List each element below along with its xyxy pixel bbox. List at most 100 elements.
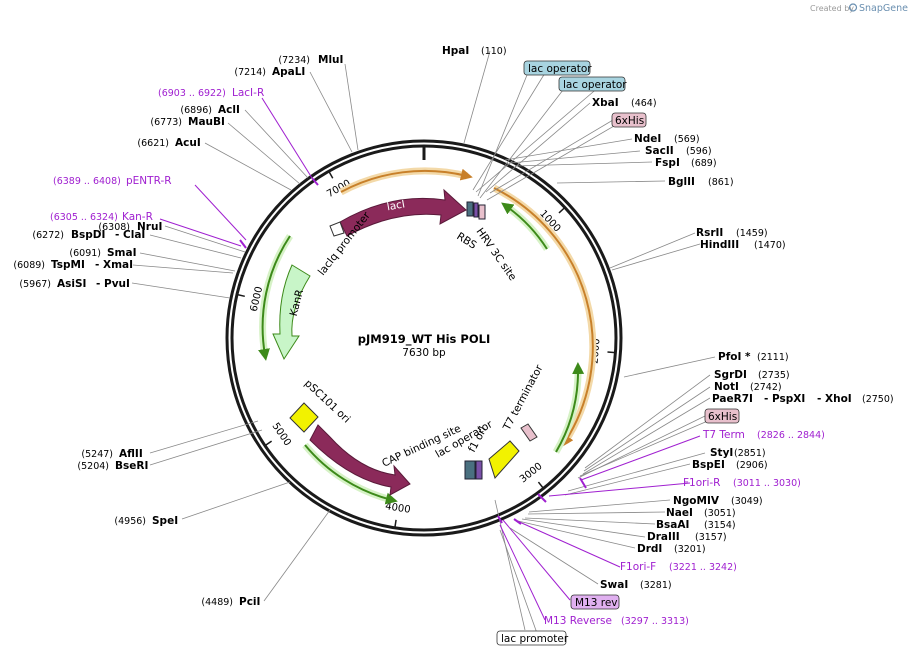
enzyme-label[interactable]: PaeR7I: [712, 393, 753, 405]
enzyme-label[interactable]: SgrDI: [714, 369, 747, 381]
feature-lacop-mark: [473, 202, 479, 218]
enzyme-label[interactable]: BglII: [668, 176, 695, 188]
lac-promoter-box: [496, 630, 567, 646]
enzyme-pos: (4489): [201, 597, 233, 608]
enzyme-label[interactable]: ApaLI: [272, 66, 305, 78]
tick-mark: [558, 206, 566, 214]
primer-pos: (3297 .. 3313): [621, 616, 689, 627]
his-tag-box: [704, 408, 740, 424]
orf-arc-green1: [501, 202, 548, 250]
enzyme-pos: (569): [674, 134, 700, 145]
enzyme-pos: (6621): [137, 138, 169, 149]
primer-label[interactable]: T7 Term: [702, 429, 745, 441]
enzyme-label[interactable]: NdeI: [634, 133, 661, 145]
enzyme-label[interactable]: AflII: [119, 448, 143, 460]
tick-label: 3000: [518, 461, 545, 485]
enzyme-label[interactable]: AsiSI: [57, 278, 86, 290]
enzyme-pos: (596): [686, 146, 712, 157]
enzyme-pos: (2851): [734, 448, 766, 459]
primer-label[interactable]: M13 Reverse: [544, 615, 612, 627]
feature-lacI-arrow[interactable]: [339, 188, 467, 237]
enzyme-label[interactable]: RsrII: [696, 227, 723, 239]
dash-separator: -: [115, 229, 123, 241]
tick-mark: [236, 293, 245, 298]
primer-label[interactable]: pENTR-R: [126, 175, 172, 187]
enzymes-right: HpaI (110) XbaI (464) NdeI (569) SacII (…: [442, 45, 894, 591]
primer-label[interactable]: F1ori-R: [683, 477, 720, 489]
primer-pos: (6903 .. 6922): [158, 88, 226, 99]
enzyme-label[interactable]: AcuI: [175, 137, 201, 149]
enzyme-label[interactable]: XbaI: [592, 97, 619, 109]
his-tag-label[interactable]: 6xHis: [615, 115, 644, 127]
plasmid-name: pJM919_WT His POLI: [358, 332, 490, 347]
enzyme-label[interactable]: DrdI: [637, 543, 662, 555]
enzyme-pos: (5204): [77, 461, 109, 472]
enzyme-label[interactable]: HindIII: [700, 239, 739, 251]
tick-mark: [264, 440, 273, 447]
enzyme-pos: (2750): [862, 394, 894, 405]
enzyme-label[interactable]: NotI: [714, 381, 739, 393]
dash-separator: -: [95, 259, 103, 271]
his-tag-label[interactable]: 6xHis: [708, 411, 737, 423]
enzyme-alt-label[interactable]: - XhoI: [817, 393, 852, 405]
lac-promoter-label[interactable]: lac promoter: [501, 633, 569, 645]
enzyme-pos: (2735): [758, 370, 790, 381]
primer-label[interactable]: M13 rev: [575, 597, 618, 609]
feature-HRV-3C-label: HRV 3C site: [474, 226, 519, 283]
feature-cap-site-small[interactable]: [475, 460, 483, 480]
enzyme-label[interactable]: PfoI *: [718, 351, 751, 363]
enzyme-label[interactable]: HpaI: [442, 45, 469, 57]
enzyme-label[interactable]: NruI: [137, 221, 162, 233]
created-by-text: Created by: [810, 4, 854, 13]
tick-label: 5000: [269, 421, 292, 448]
enzyme-label[interactable]: StyI: [710, 447, 733, 459]
primer-label[interactable]: F1ori-F: [620, 561, 656, 573]
enzyme-label[interactable]: TspMI: [51, 259, 85, 271]
enzyme-label[interactable]: NaeI: [666, 507, 693, 519]
feature-lac-operator-small[interactable]: [464, 460, 476, 480]
enzyme-label[interactable]: MauBI: [188, 116, 225, 128]
enzyme-label[interactable]: BspDI: [71, 229, 105, 241]
enzyme-alt-name: PspXI: [772, 393, 805, 405]
primer-label[interactable]: LacI-R: [232, 87, 264, 99]
enzyme-label[interactable]: DraIII: [647, 531, 680, 543]
primer-pos: (6389 .. 6408): [53, 176, 121, 187]
feature-Rep101-arrow[interactable]: [309, 424, 411, 496]
enzyme-alt-label[interactable]: - XmaI: [95, 259, 133, 271]
enzyme-pos: (689): [691, 158, 717, 169]
enzyme-alt-label[interactable]: - PvuI: [96, 278, 130, 290]
leader-lines: [131, 50, 716, 637]
primer-box: [570, 594, 620, 610]
dash-separator: -: [817, 393, 825, 405]
feature-pSC101-ori-box[interactable]: [289, 402, 319, 433]
enzyme-label[interactable]: NgoMIV: [673, 495, 720, 507]
enzyme-label[interactable]: AclI: [218, 104, 240, 116]
enzyme-alt-label[interactable]: - ClaI: [115, 229, 145, 241]
enzyme-alt-label[interactable]: - PspXI: [764, 393, 805, 405]
enzyme-label[interactable]: MluI: [318, 54, 343, 66]
feature-KanR-arrow[interactable]: [272, 264, 311, 361]
enzyme-label[interactable]: SacII: [645, 145, 674, 157]
enzyme-label[interactable]: SwaI: [600, 579, 628, 591]
lac-operator-label[interactable]: lac operator: [563, 79, 627, 91]
orf-arc-pol: [493, 187, 594, 448]
tick-mark: [394, 519, 397, 528]
enzyme-label[interactable]: PciI: [239, 596, 260, 608]
enzyme-label[interactable]: SpeI: [152, 515, 178, 527]
enzyme-label[interactable]: BseRI: [115, 460, 148, 472]
enzyme-pos: (6308): [98, 222, 130, 233]
enzyme-pos: (4956): [114, 516, 146, 527]
enzyme-label[interactable]: FspI: [655, 157, 680, 169]
enzyme-pos: (464): [631, 98, 657, 109]
primer-label[interactable]: Kan-R: [122, 211, 153, 223]
feature-leader-lines: [477, 74, 711, 631]
enzyme-label[interactable]: BsaAI: [656, 519, 689, 531]
enzyme-label[interactable]: SmaI: [107, 247, 137, 259]
dash-separator: -: [764, 393, 772, 405]
lac-operator-label[interactable]: lac operator: [528, 63, 592, 75]
feature-f1-ori-arrow[interactable]: [488, 440, 520, 479]
enzyme-label[interactable]: BspEI: [692, 459, 725, 471]
enzyme-pos: (6089): [13, 260, 45, 271]
enzyme-pos: (3049): [731, 496, 763, 507]
feature-his-mark: [478, 204, 486, 220]
